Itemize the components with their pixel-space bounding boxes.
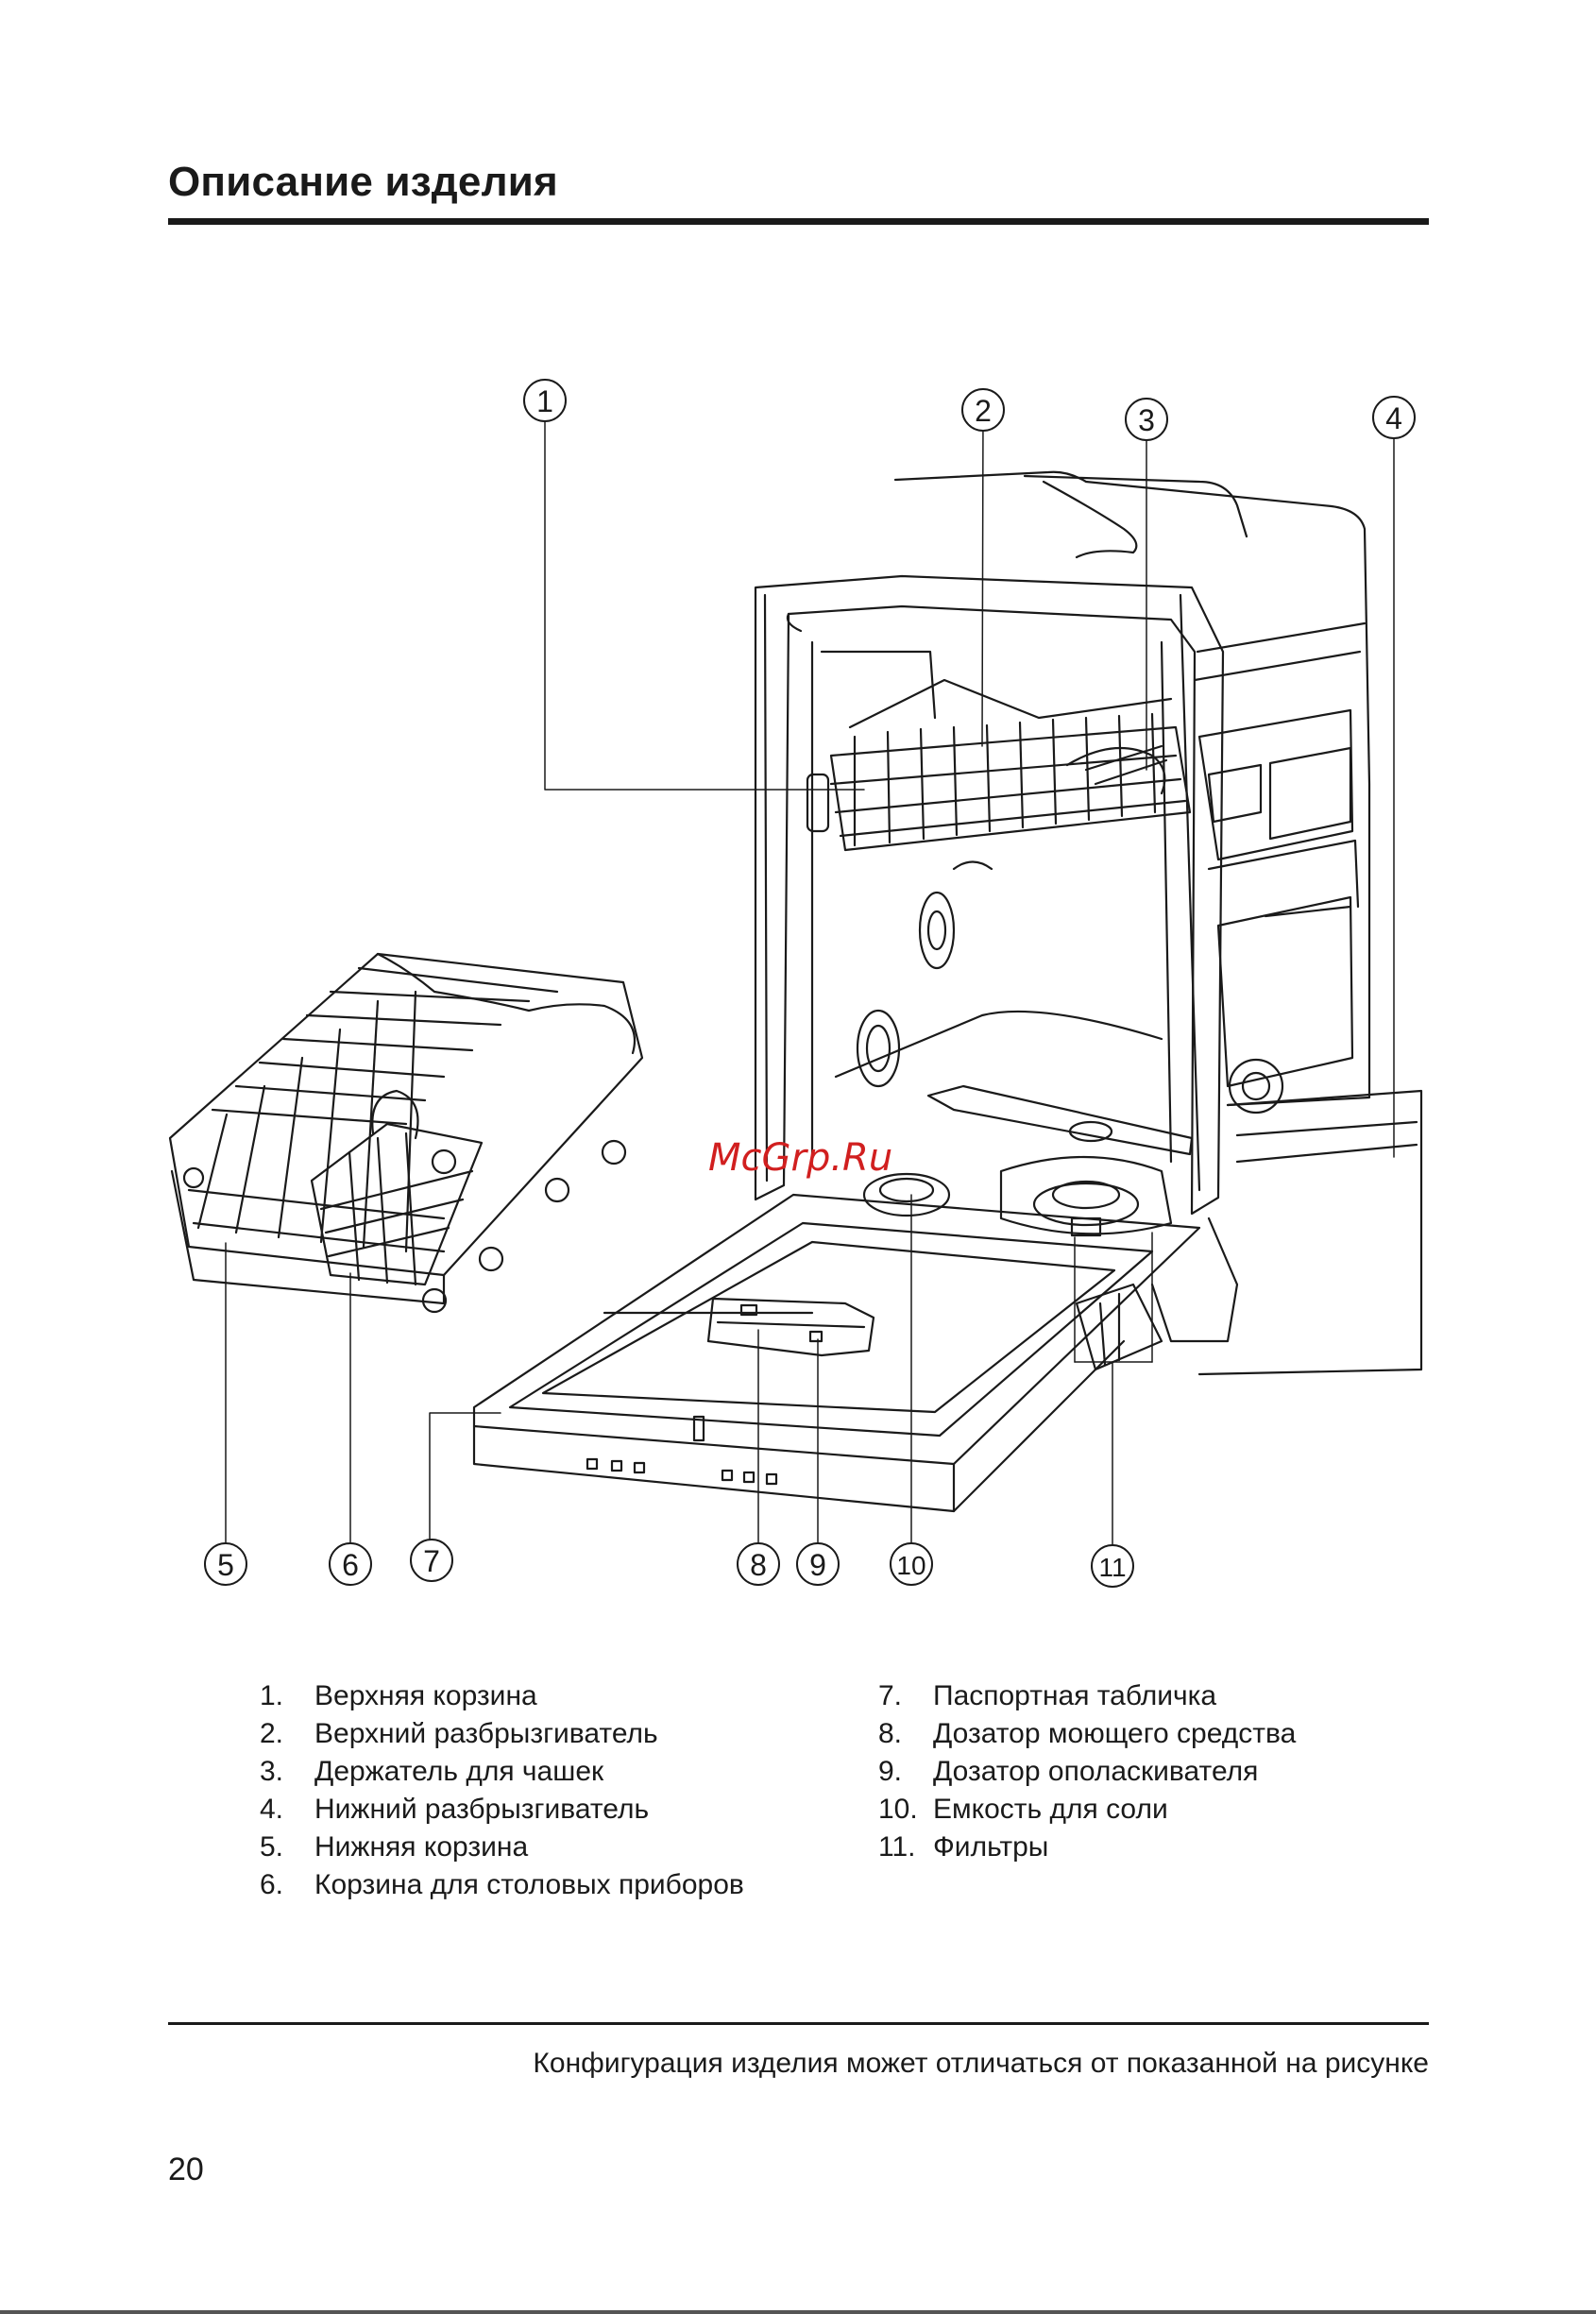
- legend-number: 9.: [878, 1756, 903, 1787]
- callout-5: 5: [204, 1542, 247, 1586]
- legend-label: Нижняя корзина: [314, 1831, 529, 1863]
- legend-number: 10.: [878, 1794, 918, 1825]
- legend-item: 5. Нижняя корзина: [260, 1829, 744, 1866]
- legend-number: 3.: [260, 1756, 284, 1787]
- legend-number: 2.: [260, 1718, 284, 1749]
- callouts: 1 2 3 4 5 6 7 8 9 10 11: [204, 379, 1416, 1588]
- open-door: [472, 1193, 1201, 1513]
- svg-text:3: 3: [1138, 403, 1155, 437]
- callout-2: 2: [961, 388, 1005, 432]
- callout-10: 10: [890, 1542, 933, 1586]
- upper-spray-arm: [856, 860, 993, 1088]
- dishwasher-body: [893, 470, 1371, 1114]
- legend-number: 4.: [260, 1794, 284, 1825]
- svg-text:9: 9: [809, 1548, 826, 1582]
- legend-item: 9. Дозатор ополаскивателя: [878, 1753, 1296, 1791]
- legend-right: 7. Паспортная табличка 8. Дозатор моющего …: [878, 1677, 1296, 1866]
- legend-number: 5.: [260, 1831, 284, 1863]
- callout-11: 11: [1091, 1544, 1134, 1588]
- title-rule: [168, 218, 1429, 225]
- tub-floor: [834, 1010, 1194, 1237]
- callout-9: 9: [796, 1542, 840, 1586]
- page-number: 20: [168, 2152, 204, 2187]
- legend-label: Емкость для соли: [933, 1794, 1168, 1825]
- legend-label: Дозатор ополаскивателя: [933, 1756, 1259, 1787]
- legend-item: 8. Дозатор моющего средства: [878, 1715, 1296, 1753]
- dishwasher-diagram: 1 2 3 4 5 6 7 8 9 10 11: [168, 379, 1423, 1588]
- watermark: McGrp.Ru: [708, 1136, 893, 1180]
- lower-spray-arm: [926, 1084, 1194, 1156]
- filter: [1032, 1182, 1140, 1227]
- legend-item: 4. Нижний разбрызгиватель: [260, 1791, 744, 1829]
- svg-text:5: 5: [217, 1548, 234, 1582]
- legend-left: 1. Верхняя корзина 2. Верхний разбрызгиват…: [260, 1677, 744, 1904]
- rinse-aid-dispenser: [808, 1330, 823, 1343]
- scan-edge: [0, 2310, 1596, 2314]
- svg-text:4: 4: [1385, 401, 1402, 435]
- svg-text:2: 2: [975, 394, 992, 428]
- legend-item: 7. Паспортная табличка: [878, 1677, 1296, 1715]
- detergent-dispenser: [706, 1297, 875, 1357]
- callout-6: 6: [329, 1542, 372, 1586]
- legend-item: 1. Верхняя корзина: [260, 1677, 744, 1715]
- callout-7: 7: [410, 1539, 453, 1582]
- svg-text:1: 1: [536, 384, 553, 418]
- callout-4: 4: [1372, 396, 1416, 439]
- svg-text:8: 8: [750, 1548, 767, 1582]
- legend-item: 11. Фильтры: [878, 1829, 1296, 1866]
- callout-1: 1: [523, 379, 567, 422]
- legend-label: Держатель для чашек: [314, 1756, 604, 1787]
- svg-text:7: 7: [423, 1544, 440, 1578]
- legend-number: 11.: [878, 1831, 916, 1863]
- svg-text:6: 6: [342, 1548, 359, 1582]
- legend-label: Паспортная табличка: [933, 1680, 1217, 1711]
- leader-lines: [225, 400, 1395, 1564]
- legend-label: Верхний разбрызгиватель: [314, 1718, 658, 1749]
- cutlery-basket: [310, 1122, 484, 1286]
- svg-text:10: 10: [896, 1551, 925, 1580]
- callout-8: 8: [737, 1542, 780, 1586]
- legend-item: 3. Держатель для чашек: [260, 1753, 744, 1791]
- legend-number: 7.: [878, 1680, 903, 1711]
- legend-label: Фильтры: [933, 1831, 1049, 1863]
- lower-basket: [168, 952, 644, 1314]
- legend-label: Верхняя корзина: [314, 1680, 537, 1711]
- door-frame: [754, 574, 1225, 1216]
- legend-label: Дозатор моющего средства: [933, 1718, 1297, 1749]
- legend-number: 1.: [260, 1680, 284, 1711]
- legend-number: 8.: [878, 1718, 903, 1749]
- salt-container: [862, 1172, 951, 1217]
- legend-label: Нижний разбрызгиватель: [314, 1794, 650, 1825]
- footer-rule: [168, 2022, 1429, 2025]
- callout-3: 3: [1125, 398, 1168, 441]
- page-title: Описание изделия: [168, 159, 558, 205]
- legend-item: 10. Емкость для соли: [878, 1791, 1296, 1829]
- svg-text:11: 11: [1098, 1553, 1126, 1582]
- legend-label: Корзина для столовых приборов: [314, 1869, 744, 1900]
- legend-number: 6.: [260, 1869, 284, 1900]
- footer-note: Конфигурация изделия может отличаться от…: [533, 2048, 1429, 2079]
- legend-item: 6. Корзина для столовых приборов: [260, 1866, 744, 1904]
- upper-basket: [806, 678, 1192, 852]
- legend-item: 2. Верхний разбрызгиватель: [260, 1715, 744, 1753]
